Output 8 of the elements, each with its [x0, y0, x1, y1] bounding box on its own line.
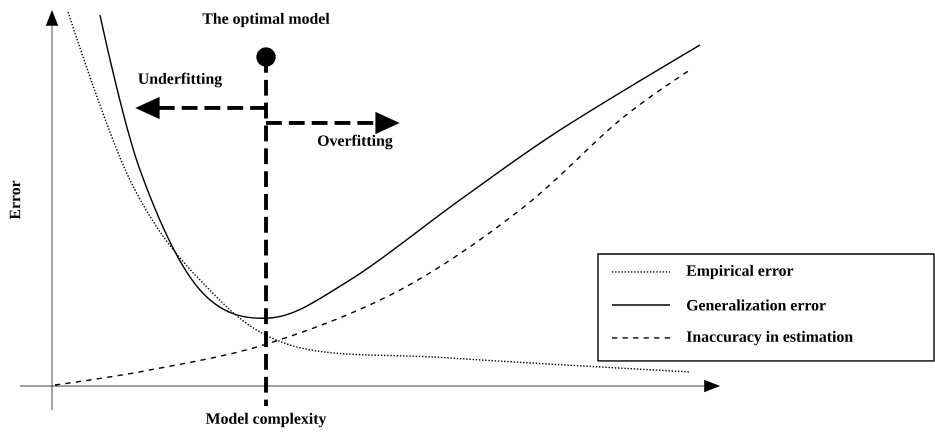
annotation-label: Overfitting — [318, 134, 393, 150]
axis-label: Error — [10, 180, 20, 220]
annotation-label: The optimal model — [202, 12, 330, 28]
legend-label: Empirical error — [686, 264, 794, 280]
annotation-label: Underfitting — [138, 72, 222, 88]
legend-label: Generalization error — [686, 299, 826, 311]
axis-label: Model complexity — [206, 412, 326, 428]
legend-label: Inaccuracy in estimation — [686, 330, 853, 346]
